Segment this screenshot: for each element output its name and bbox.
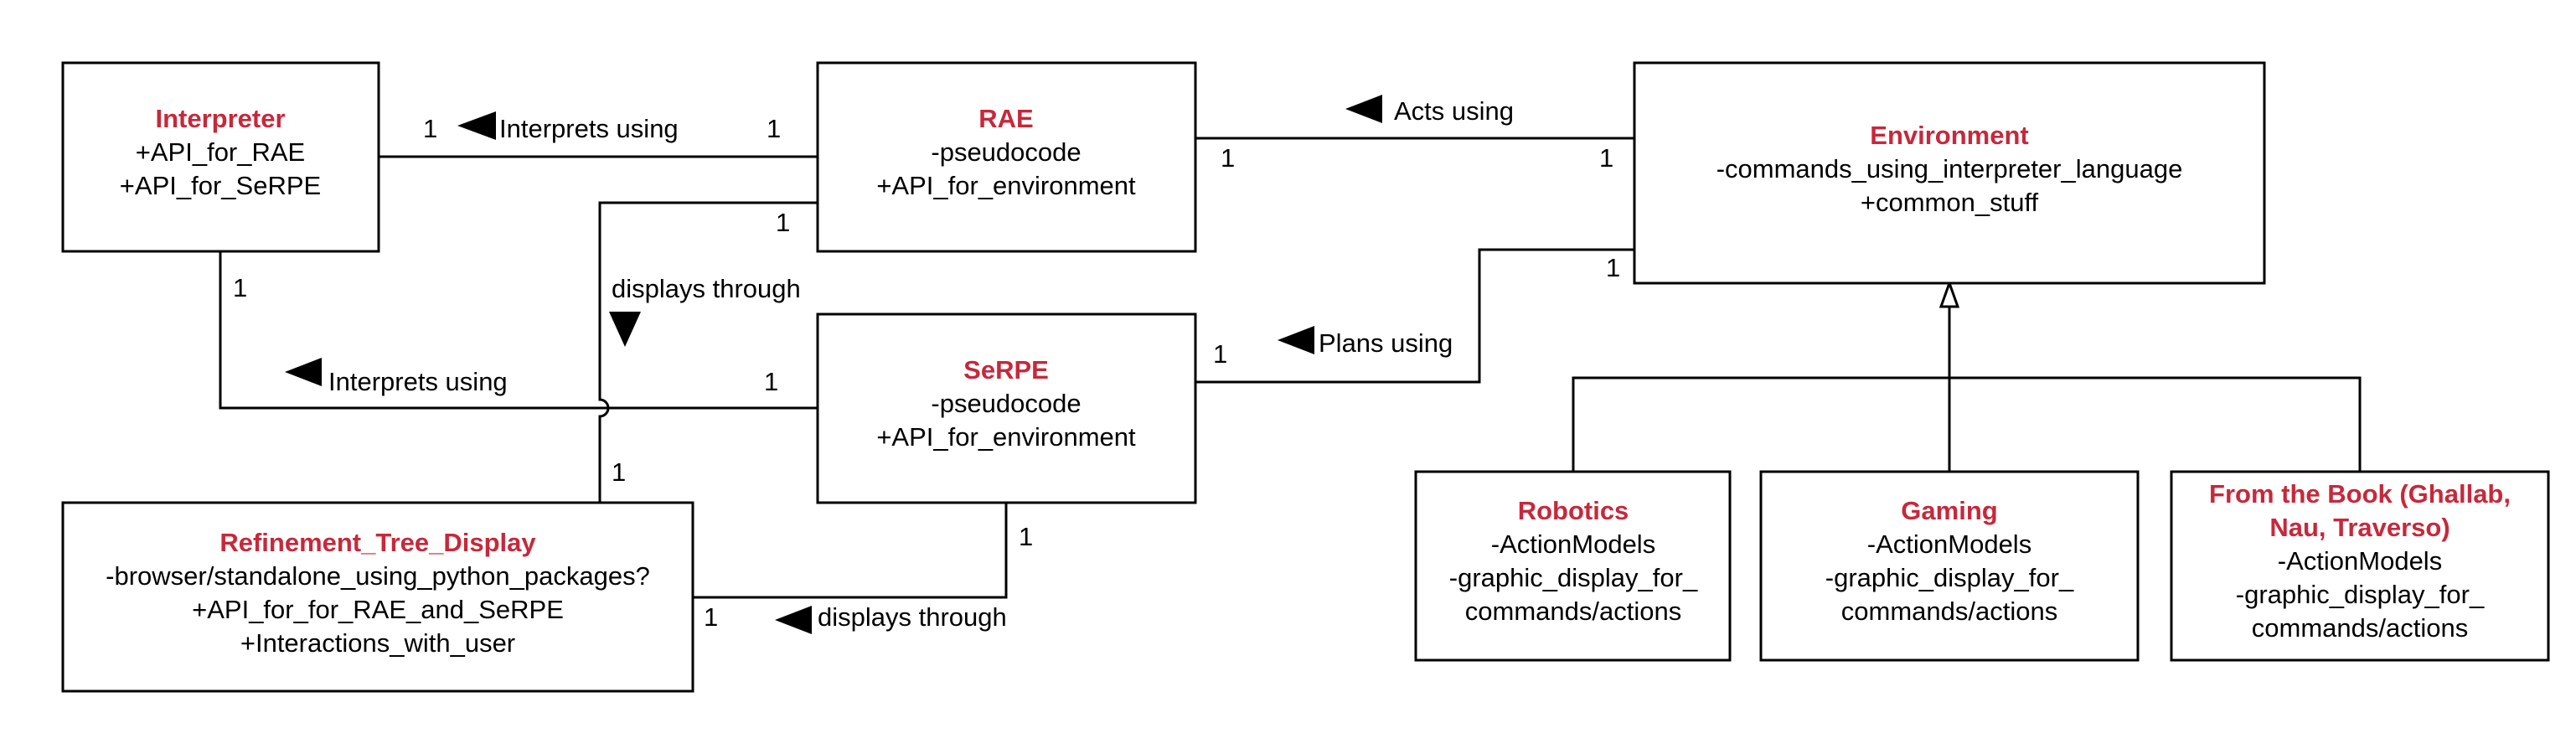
class-refinement-name: Refinement_Tree_Display [219,528,536,557]
multiplicity: 1 [1599,143,1613,173]
multiplicity: 1 [1221,143,1235,173]
direction-arrow-left-icon [1345,95,1382,123]
multiplicity: 1 [1213,339,1227,369]
multiplicity: 1 [1606,253,1620,282]
assoc-label-displays-rae: displays through [612,274,801,303]
class-refinement-attr: +API_for_for_RAE_and_SeRPE [192,595,564,624]
class-gaming-name: Gaming [1901,496,1997,525]
edge-generalization-branches [1572,376,2362,472]
class-serpe-attr: -pseudocode [931,389,1081,418]
assoc-label-plans-using: Plans using [1319,328,1453,358]
class-rae[interactable]: RAE -pseudocode +API_for_environment [816,61,1197,253]
class-environment[interactable]: Environment -commands_using_interpreter_… [1633,61,2266,285]
class-serpe-name: SeRPE [963,355,1049,385]
class-gaming[interactable]: Gaming -ActionModels -graphic_display_fo… [1759,470,2140,662]
edge-serpe-refinement [693,503,1008,599]
class-environment-name: Environment [1870,121,2028,150]
assoc-label-displays-serpe: displays through [818,602,1007,632]
assoc-label-interprets-rae: Interprets using [499,114,679,143]
class-interpreter[interactable]: Interpreter +API_for_RAE +API_for_SeRPE [61,61,380,253]
class-rae-attr: -pseudocode [931,137,1081,167]
assoc-label-acts-using: Acts using [1394,96,1514,126]
multiplicity: 1 [767,114,781,143]
direction-arrow-left-icon [1278,326,1314,354]
direction-arrow-left-icon [285,358,322,386]
multiplicity: 1 [704,602,718,632]
edge-rae-refinement [598,201,818,503]
multiplicity: 1 [423,114,437,143]
class-refinement-attr: -browser/standalone_using_python_package… [106,561,650,591]
class-interpreter-attr: +API_for_SeRPE [120,171,321,200]
multiplicity: 1 [776,208,790,237]
direction-arrow-down-icon [609,312,641,347]
class-robotics-name: Robotics [1518,496,1629,525]
class-serpe-attr: +API_for_environment [876,422,1136,452]
multiplicity: 1 [612,457,626,487]
class-book-attr: -graphic_display_for_ [2236,580,2485,609]
class-gaming-attr: -ActionModels [1867,529,2031,559]
class-refinement-attr: +Interactions_with_user [240,628,515,658]
class-environment-attr: -commands_using_interpreter_language [1716,154,2183,183]
class-environment-attr: +common_stuff [1861,188,2039,217]
class-refinement-tree-display[interactable]: Refinement_Tree_Display -browser/standal… [61,501,694,693]
edge-interpreter-serpe [219,251,818,410]
class-interpreter-name: Interpreter [155,104,285,133]
class-book-attr: -ActionModels [2278,546,2442,576]
class-book-attr: commands/actions [2252,613,2468,643]
class-from-the-book[interactable]: From the Book (Ghallab, Nau, Traverso) -… [2170,470,2550,662]
class-gaming-attr: -graphic_display_for_ [1825,563,2074,592]
class-robotics[interactable]: Robotics -ActionModels -graphic_display_… [1414,470,1732,662]
class-interpreter-attr: +API_for_RAE [136,137,305,167]
class-rae-attr: +API_for_environment [876,171,1136,200]
class-book-name: From the Book (Ghallab, [2209,479,2511,509]
multiplicity: 1 [764,367,778,396]
class-gaming-attr: commands/actions [1841,596,2057,626]
direction-arrow-left-icon [457,111,496,140]
class-rae-name: RAE [978,104,1033,133]
assoc-label-interprets-serpe: Interprets using [328,367,508,396]
class-robotics-attr: commands/actions [1465,596,1681,626]
direction-arrow-left-icon [775,606,812,634]
multiplicity: 1 [233,273,247,302]
class-robotics-attr: -graphic_display_for_ [1449,563,1698,592]
edge-serpe-environment [1195,248,1634,384]
class-book-name: Nau, Traverso) [2269,513,2450,542]
class-serpe[interactable]: SeRPE -pseudocode +API_for_environment [816,312,1197,504]
class-robotics-attr: -ActionModels [1491,529,1655,559]
multiplicity: 1 [1019,522,1033,551]
generalization-arrow-icon [1938,279,1960,308]
